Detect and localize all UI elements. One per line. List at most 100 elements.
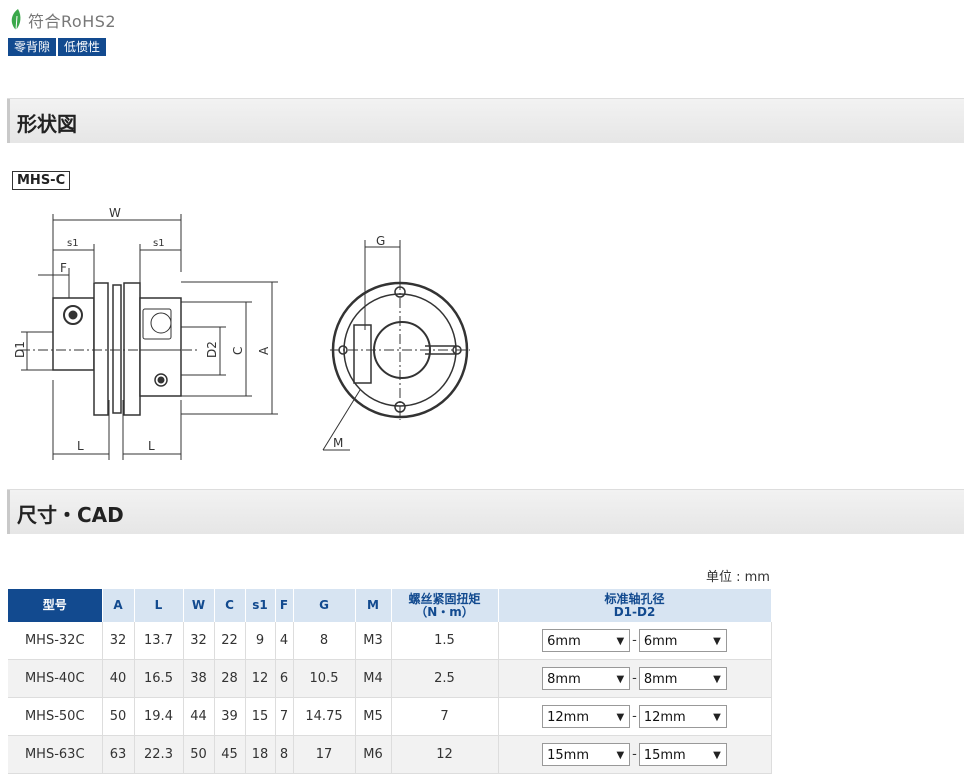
tag-low-inertia: 低惯性 [58,38,107,56]
bore-d1-value: 15mm [547,748,590,763]
cell-s1: 12 [245,659,276,698]
model-tag: MHS-C [12,171,71,190]
cell-s1: 18 [245,735,276,774]
cell-L: 22.3 [134,735,184,774]
spec-table: 型号 A L W C s1 F G M 螺丝紧固扭矩 （N・m） 标准轴孔径 D… [8,589,772,774]
bore-d1-select[interactable]: 8mm ▼ [542,667,631,690]
label-F: F [60,261,67,275]
cell-G: 17 [293,735,356,774]
label-M: M [333,436,343,450]
table-header-row: 型号 A L W C s1 F G M 螺丝紧固扭矩 （N・m） 标准轴孔径 D… [8,589,772,622]
bore-d2-select[interactable]: 15mm▼ [638,743,727,766]
th-G: G [293,589,356,622]
cell-torque: 1.5 [391,622,499,660]
cell-torque: 12 [391,735,499,774]
cell-M: M5 [355,697,392,736]
label-W: W [109,206,121,220]
th-model: 型号 [8,589,103,622]
th-A: A [102,589,135,622]
th-s1: s1 [245,589,276,622]
cell-bore: 8mm▼ - 8mm▼ [498,659,772,698]
cell-bore: 15mm▼ - 15mm▼ [498,735,772,774]
cell-M: M3 [355,622,392,660]
label-G: G [376,234,385,248]
cell-L: 13.7 [134,622,184,660]
cell-A: 63 [102,735,135,774]
bore-d1-select[interactable]: 15mm▼ [542,743,631,766]
table-row: MHS-40C 40 16.5 38 28 12 6 10.5 M4 2.5 8… [8,659,772,698]
bore-d1-value: 6mm [547,634,581,649]
unit-label: 单位 : mm [706,570,770,585]
cell-G: 14.75 [293,697,356,736]
section-title-dims: 尺寸・CAD [17,503,124,527]
cell-bore: 12mm▼ - 12mm▼ [498,697,772,736]
technical-drawing: W s1 s1 F L L G M D1 D2 C A [13,206,470,460]
section-header-shape: 形状図 [7,98,964,143]
chevron-down-icon: ▼ [713,674,721,685]
cell-G: 10.5 [293,659,356,698]
bore-d2-value: 15mm [643,748,686,763]
label-A: A [257,346,271,355]
table-row: MHS-63C 63 22.3 50 45 18 8 17 M6 12 15mm… [8,735,772,774]
cell-C: 45 [214,735,246,774]
cell-W: 32 [183,622,215,660]
rohs-badge: 符合RoHS2 [8,8,116,32]
th-M: M [355,589,392,622]
th-bore-line2: D1-D2 [613,604,656,619]
label-L-right: L [148,439,155,453]
cell-C: 28 [214,659,246,698]
feature-tags: 零背隙 低惯性 [8,38,107,56]
cell-model: MHS-32C [8,622,103,660]
th-bore-line1: 标准轴孔径 [604,591,665,606]
cell-F: 8 [275,735,294,774]
bore-d2-select[interactable]: 8mm▼ [638,667,727,690]
bore-d1-value: 8mm [547,672,581,687]
bore-d2-select[interactable]: 6mm ▼ [638,629,727,652]
chevron-down-icon: ▼ [713,636,721,647]
cell-C: 39 [214,697,246,736]
th-torque-line2: （N・m） [415,604,474,619]
leaf-icon [11,9,21,31]
chevron-down-icon: ▼ [616,674,625,685]
th-bore: 标准轴孔径 D1-D2 [498,589,772,622]
label-D2: D2 [205,341,219,358]
label-L-left: L [77,439,84,453]
cell-A: 50 [102,697,135,736]
cell-M: M6 [355,735,392,774]
bore-d2-value: 12mm [643,710,686,725]
bore-d2-value: 6mm [643,634,678,649]
bore-d1-value: 12mm [547,710,590,725]
th-torque-line1: 螺丝紧固扭矩 [408,591,481,606]
cell-F: 4 [275,622,294,660]
th-L: L [134,589,184,622]
label-C: C [231,347,245,355]
cell-torque: 7 [391,697,499,736]
cell-C: 22 [214,622,246,660]
rohs-text: 符合RoHS2 [28,12,117,31]
cell-F: 7 [275,697,294,736]
table-row: MHS-32C 32 13.7 32 22 9 4 8 M3 1.5 6mm▼ … [8,622,772,660]
cell-M: M4 [355,659,392,698]
cell-A: 32 [102,622,135,660]
bore-d1-select[interactable]: 12mm ▼ [542,705,631,728]
th-F: F [275,589,294,622]
bore-d2-select[interactable]: 12mm ▼ [638,705,727,728]
cell-L: 19.4 [134,697,184,736]
label-D1: D1 [13,341,27,358]
bore-d1-select[interactable]: 6mm ▼ [542,629,631,652]
cell-bore: 6mm▼ - 6mm▼ [498,622,772,660]
cell-L: 16.5 [134,659,184,698]
cell-F: 6 [275,659,294,698]
chevron-down-icon: ▼ [616,636,625,647]
cell-W: 50 [183,735,215,774]
cell-s1: 9 [245,622,276,660]
cell-s1: 15 [245,697,276,736]
chevron-down-icon: ▼ [616,712,625,723]
label-s1-right: s1 [153,238,165,249]
cell-G: 8 [293,622,356,660]
cell-model: MHS-40C [8,659,103,698]
cell-model: MHS-63C [8,735,103,774]
label-s1-left: s1 [67,238,79,249]
chevron-down-icon: ▼ [713,712,721,723]
th-C: C [214,589,246,622]
